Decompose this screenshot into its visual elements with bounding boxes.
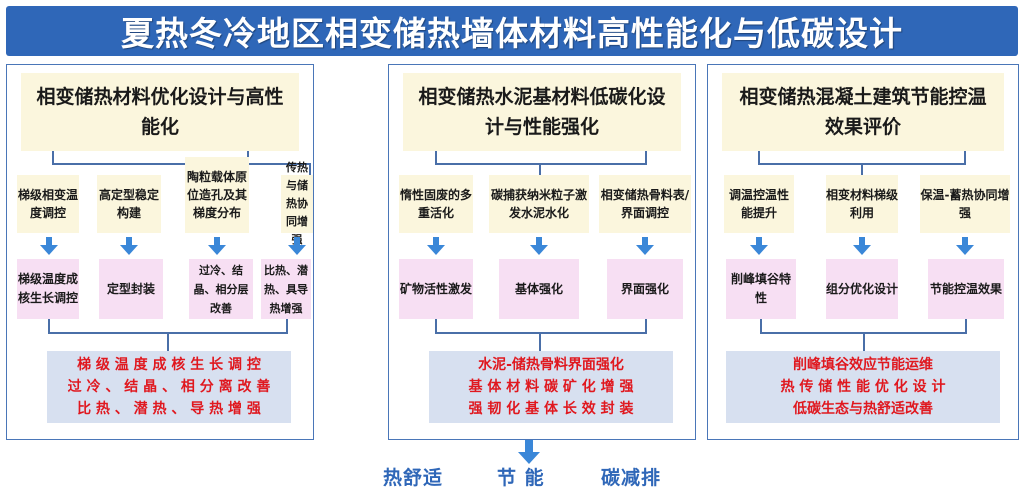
panel-heading: 相变储热水泥基材料低碳化设计与性能强化 (403, 73, 681, 151)
summary-line: 强 韧 化 基 体 长 效 封 装 (468, 401, 634, 417)
result-box: 界面强化 (607, 259, 683, 319)
panel-material-design: 相变储热材料优化设计与高性能化 梯级相变温度调控 高定型稳定构建 陶粒载体原位造… (6, 64, 314, 440)
result-box: 削峰填谷特性 (726, 259, 796, 319)
result-box: 过冷、结晶、相分层改善 (189, 259, 253, 319)
step-box: 梯级相变温度调控 (17, 175, 79, 233)
arrow-down-icon (427, 237, 445, 255)
summary-line: 低碳生态与热舒适改善 (793, 401, 933, 417)
summary-line: 热 传 储 性 能 优 化 设 计 (780, 379, 946, 395)
result-box: 比热、潜热、具导热增强 (261, 259, 311, 319)
result-box: 组分优化设计 (826, 259, 898, 319)
step-box: 相变材料梯级利用 (826, 175, 898, 233)
arrow-down-icon (518, 440, 540, 466)
connector-line (760, 319, 762, 333)
goal-energy-saving: 节 能 (497, 466, 545, 489)
page-title: 夏热冬冷地区相变储热墙体材料高性能化与低碳设计 (6, 6, 1018, 56)
summary-line: 过 冷 、 结 晶 、 相 分 离 改 善 (67, 379, 271, 395)
connector-line (863, 332, 865, 351)
panel-heading: 相变储热混凝土建筑节能控温效果评价 (722, 73, 1004, 151)
connector-line (52, 151, 54, 165)
result-box: 梯级温度成核生长调控 (17, 259, 79, 319)
panel-heading: 相变储热材料优化设计与高性能化 (21, 73, 299, 151)
arrow-down-icon (40, 237, 58, 255)
summary-box: 水泥-储热骨料界面强化 基 体 材 料 碳 矿 化 增 强 强 韧 化 基 体 … (429, 351, 673, 423)
result-box: 基体强化 (499, 259, 579, 319)
step-box: 调温控温性能提升 (724, 175, 794, 233)
arrow-down-icon (956, 237, 974, 255)
result-box: 矿物活性激发 (399, 259, 473, 319)
connector-line (48, 319, 50, 333)
connector-line (964, 151, 966, 165)
summary-line: 比 热 、 潜 热 、 导 热 增 强 (77, 401, 261, 417)
arrow-down-icon (208, 237, 226, 255)
arrow-down-icon (530, 237, 548, 255)
connector-line (965, 319, 967, 333)
step-box: 高定型稳定构建 (97, 175, 161, 233)
arrow-down-icon (288, 237, 306, 255)
panel-building-evaluation: 相变储热混凝土建筑节能控温效果评价 调温控温性能提升 相变材料梯级利用 保温-蓄… (707, 64, 1019, 440)
step-box: 相变储热骨料表/界面调控 (599, 175, 691, 233)
connector-line (435, 163, 647, 165)
summary-box: 梯 级 温 度 成 核 生 长 调 控 过 冷 、 结 晶 、 相 分 离 改 … (47, 351, 291, 423)
connector-line (861, 163, 863, 175)
step-box: 传热与储热协同增强 (281, 161, 313, 246)
arrow-down-icon (636, 237, 654, 255)
arrow-down-icon (120, 237, 138, 255)
connector-line (758, 151, 760, 165)
panel-cement-material: 相变储热水泥基材料低碳化设计与性能强化 惰性固废的多重活化 碳捕获纳米粒子激发水… (388, 64, 696, 440)
summary-line: 水泥-储热骨料界面强化 (478, 357, 624, 373)
result-box: 定型封装 (99, 259, 163, 319)
connector-line (435, 332, 647, 334)
step-box: 碳捕获纳米粒子激发水泥水化 (489, 175, 589, 233)
connector-line (52, 163, 309, 165)
connector-line (167, 332, 169, 351)
summary-line: 梯 级 温 度 成 核 生 长 调 控 (77, 357, 261, 373)
connector-line (539, 332, 541, 351)
arrow-down-icon (853, 237, 871, 255)
connector-line (309, 163, 311, 175)
connector-line (645, 151, 647, 165)
step-box: 陶粒载体原位造孔及其梯度分布 (185, 157, 249, 233)
summary-line: 削峰填谷效应节能运维 (793, 357, 933, 373)
connector-line (435, 151, 437, 165)
step-box: 惰性固废的多重活化 (399, 175, 473, 233)
summary-box: 削峰填谷效应节能运维 热 传 储 性 能 优 化 设 计 低碳生态与热舒适改善 (726, 351, 1000, 423)
connector-line (435, 319, 437, 333)
connector-line (539, 163, 541, 175)
goal-carbon-reduction: 碳减排 (601, 466, 662, 489)
connector-line (286, 319, 288, 333)
goal-thermal-comfort: 热舒适 (383, 466, 444, 489)
step-box: 保温-蓄热协同增强 (920, 175, 1010, 233)
result-box: 节能控温效果 (928, 259, 1004, 319)
arrow-down-icon (750, 237, 768, 255)
connector-line (645, 319, 647, 333)
summary-line: 基 体 材 料 碳 矿 化 增 强 (468, 379, 634, 395)
